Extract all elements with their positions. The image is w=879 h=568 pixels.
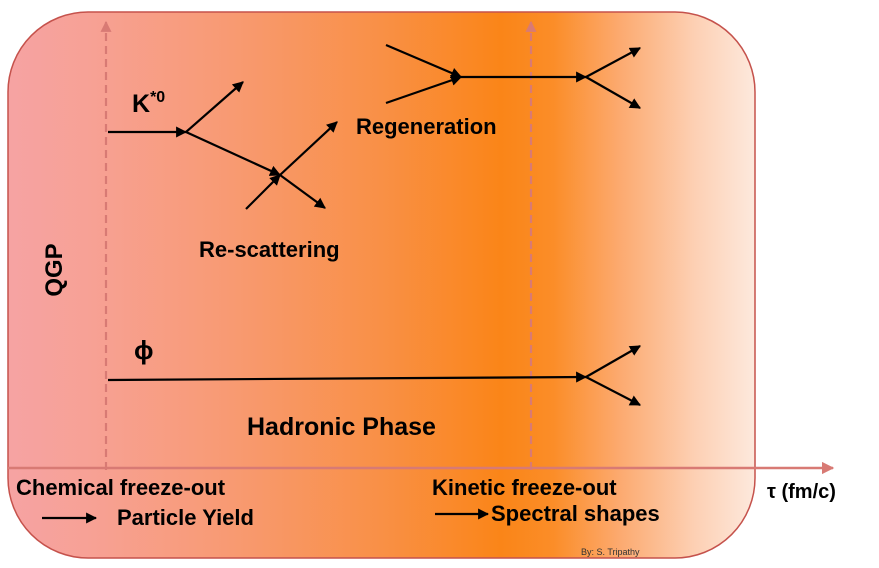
kstar-path (108, 81, 338, 210)
rescattering-label: Re-scattering (199, 237, 340, 262)
kstar-label: K*0 (132, 89, 165, 118)
particle-yield-label: Particle Yield (117, 505, 254, 530)
regeneration-path (385, 43, 641, 109)
phi-path (107, 345, 641, 406)
qgp-label: QGP (41, 243, 68, 296)
credit-label: By: S. Tripathy (581, 547, 640, 557)
time-axis-label: τ (fm/c) (767, 481, 836, 503)
kinetic-freezeout-label: Kinetic freeze-out (432, 475, 617, 500)
background-panel (7, 11, 756, 559)
phi-label: ϕ (134, 335, 154, 365)
chemical-freezeout-label: Chemical freeze-out (16, 475, 226, 500)
regeneration-label: Regeneration (356, 114, 497, 139)
hadronic-phase-label: Hadronic Phase (247, 413, 436, 441)
spectral-shapes-label: Spectral shapes (491, 501, 660, 526)
